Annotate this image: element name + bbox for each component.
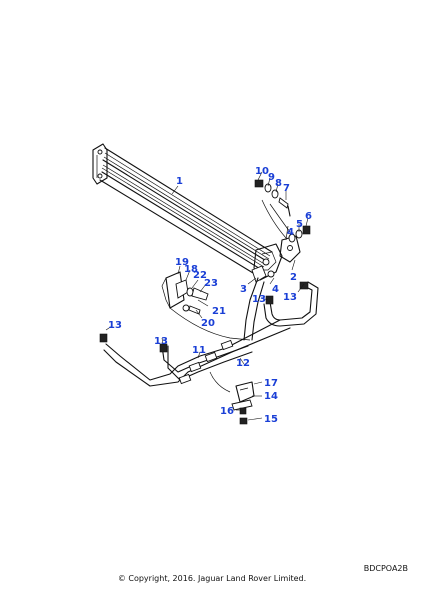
pipe-clamp-assembly [209,371,255,425]
callout-13-right: 13 [283,292,297,303]
callout-9: 9 [268,172,275,183]
callout-7: 7 [283,183,290,194]
callout-19: 19 [175,257,189,268]
callout-2: 2 [290,272,297,283]
callout-17: 17 [264,378,278,389]
callout-10: 10 [255,166,269,177]
callout-11: 11 [192,345,206,356]
callout-13-inner: 13 [252,294,266,305]
diagram-reference-code: BDCPOA2B [363,564,408,573]
callout-23: 23 [204,278,218,289]
callout-14: 14 [264,391,278,402]
callout-3: 3 [240,284,247,295]
callout-1: 1 [176,176,183,187]
callout-21: 21 [212,306,226,317]
callout-4-lower: 4 [272,284,279,295]
callout-12: 12 [236,358,250,369]
copyright-notice: © Copyright, 2016. Jaguar Land Rover Lim… [117,574,307,583]
callout-22: 22 [193,270,207,281]
callout-8: 8 [275,178,282,189]
callout-13-left: 13 [108,320,122,331]
cooler-bracket-assembly [251,179,311,283]
callout-4-upper: 4 [287,227,294,238]
callout-15: 15 [264,414,278,425]
callout-6: 6 [305,211,312,222]
callout-labels: 1 2 3 4 4 5 6 7 8 9 10 11 12 13 13 13 13… [108,166,312,425]
callout-13-middle: 13 [154,336,168,347]
callout-18: 18 [184,264,198,275]
leader-lines [105,171,309,421]
pipe-end-fittings [99,281,309,353]
callout-16: 16 [220,406,234,417]
cooler-pipes [103,277,319,387]
callout-5: 5 [296,219,303,230]
mounting-bracket-assembly [161,271,251,341]
callout-20: 20 [201,318,215,329]
oil-cooler-part [92,143,283,281]
